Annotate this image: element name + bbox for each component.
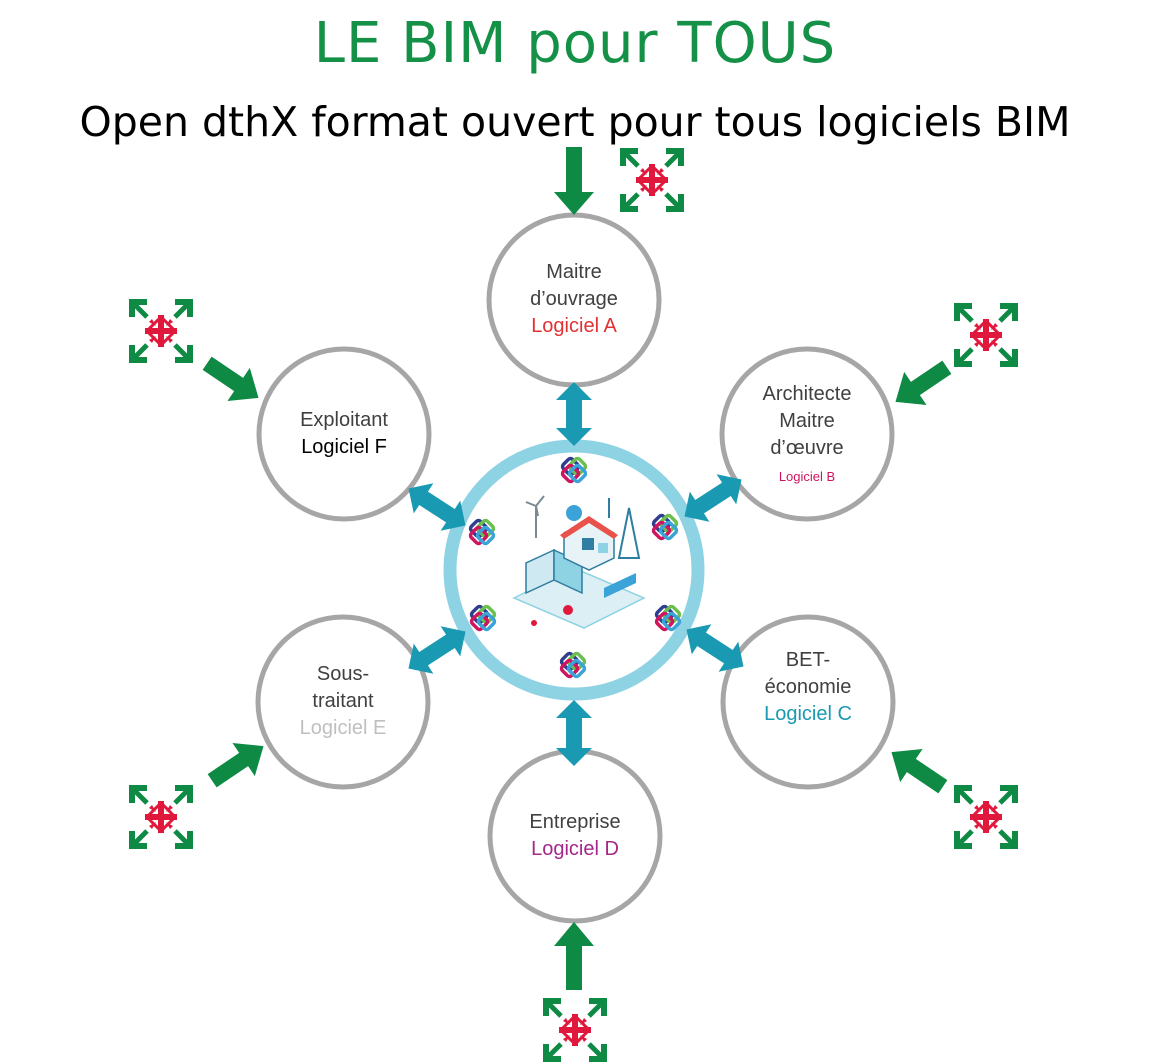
node-bet-economie: BET- économie Logiciel C: [718, 647, 898, 728]
ifc-logo-icon: [467, 517, 497, 547]
node-role: d’ouvrage: [530, 288, 618, 310]
node-role: Maitre: [546, 261, 602, 283]
node-role: Exploitant: [300, 409, 388, 431]
node-software: Logiciel A: [531, 315, 617, 337]
node-circle-exploitant: [256, 346, 432, 522]
ifc-logo-icon: [650, 512, 680, 542]
node-circle-bet-economie: [720, 614, 896, 790]
dthx-expand-arrows-icon: [543, 998, 607, 1062]
node-role: Maitre: [779, 410, 835, 432]
node-role: Entreprise: [529, 811, 621, 833]
dthx-expand-arrows-icon: [129, 785, 193, 849]
double-arrow-icon: [684, 474, 742, 522]
node-software: Logiciel B: [778, 469, 836, 484]
double-arrow-icon: [556, 700, 592, 766]
node-architecte: Architecte Maitre d’œuvre Logiciel B: [717, 381, 897, 489]
node-maitre-ouvrage: Maitre d’ouvrage Logiciel A: [484, 259, 664, 340]
teal-double-arrows: [556, 382, 592, 766]
dthx-expand-arrows-icon: [620, 148, 684, 212]
green-arrow-icon: [554, 147, 594, 215]
double-arrow-icon: [408, 626, 466, 674]
node-software: Logiciel F: [301, 436, 387, 458]
green-arrow-icon: [202, 356, 259, 402]
node-sous-traitant: Sous- traitant Logiciel E: [253, 661, 433, 742]
node-software: Logiciel E: [299, 717, 387, 739]
ifc-logo-icon: [653, 603, 683, 633]
node-software: Logiciel C: [764, 703, 852, 725]
green-arrow-icon: [891, 748, 948, 794]
node-circle-architecte: [719, 346, 895, 522]
node-circle-sous-traitant: [255, 614, 431, 790]
ifc-logo-icon: [559, 455, 589, 485]
green-arrows: [554, 147, 594, 990]
ifc-logo-icon: [468, 603, 498, 633]
green-arrow-icon: [207, 742, 264, 788]
diagram-subtitle: Open dthX format ouvert pour tous logici…: [79, 98, 1071, 146]
node-role: BET-: [785, 649, 831, 671]
smart-building-illustration: [512, 495, 646, 629]
node-role: Architecte: [762, 383, 852, 405]
node-entreprise: Entreprise Logiciel D: [485, 809, 665, 863]
dthx-expand-arrows-icon: [129, 299, 193, 363]
green-arrow-icon: [554, 922, 594, 990]
node-role: économie: [764, 676, 852, 698]
double-arrow-icon: [556, 382, 592, 446]
dthx-expand-arrows-icon: [954, 785, 1018, 849]
node-role: Sous-: [316, 663, 370, 685]
ifc-logo-icon: [558, 650, 588, 680]
node-exploitant: Exploitant Logiciel F: [254, 407, 434, 461]
dthx-expand-arrows-icon: [954, 303, 1018, 367]
double-arrow-icon: [686, 624, 744, 672]
node-role: d’œuvre: [770, 437, 844, 459]
green-arrow-icon: [895, 360, 952, 406]
node-role: traitant: [312, 690, 374, 712]
double-arrow-icon: [408, 483, 466, 531]
node-software: Logiciel D: [531, 838, 619, 860]
diagram-title: LE BIM pour TOUS: [313, 11, 837, 76]
